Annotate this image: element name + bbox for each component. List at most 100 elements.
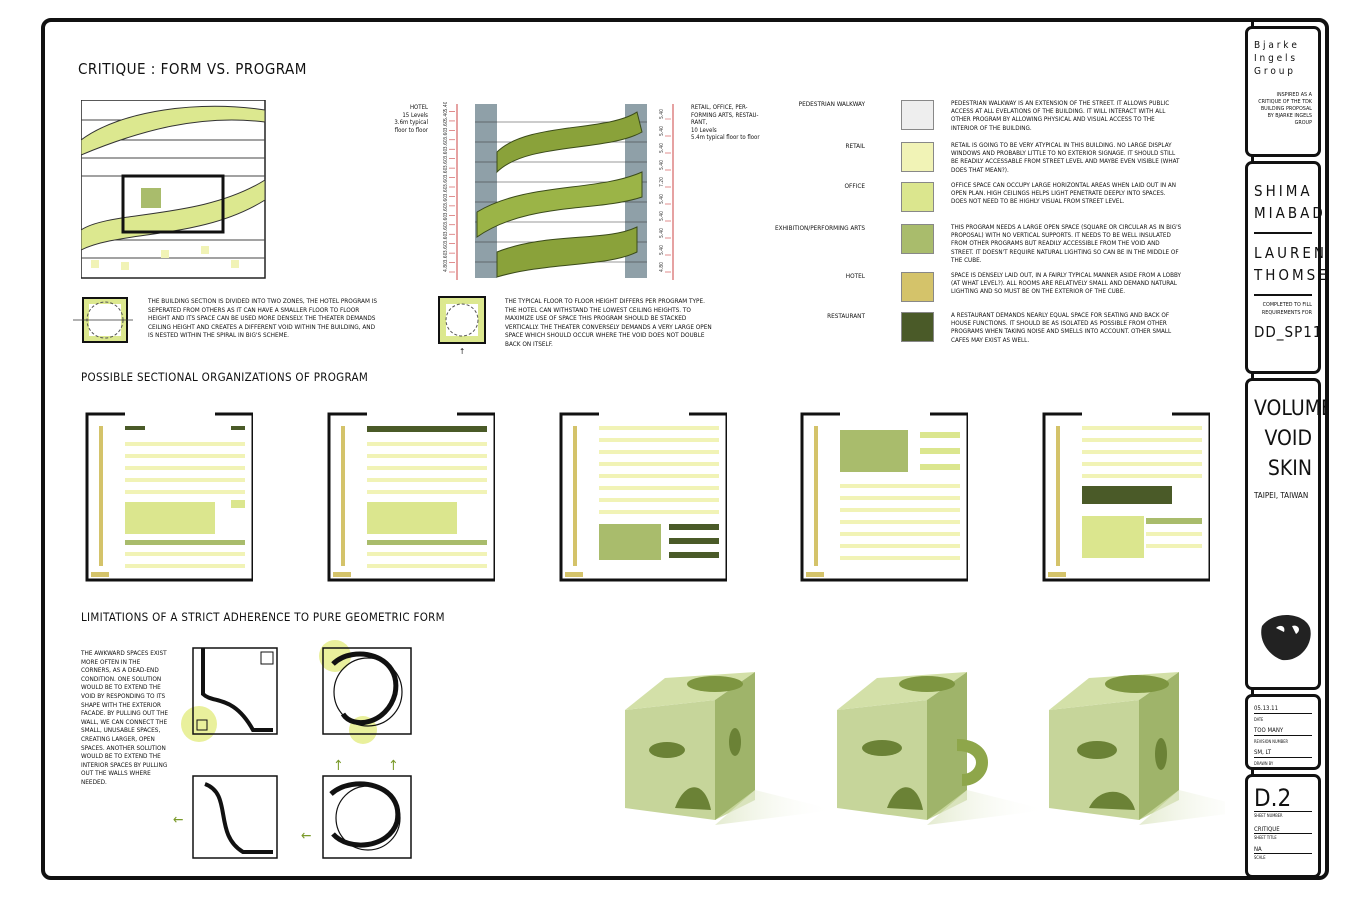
program-block-retail — [840, 520, 960, 524]
floor-dimension: 3.60 — [443, 243, 449, 253]
program-block-hotel — [1048, 572, 1066, 577]
section-description: THE BUILDING SECTION IS DIVIDED INTO TWO… — [148, 297, 378, 340]
sectional-plan-3 — [559, 412, 727, 582]
sectional-plan-5 — [1042, 412, 1210, 582]
legend-label: HOTEL — [845, 272, 865, 280]
program-block-hotel — [333, 572, 351, 577]
plan-frame — [327, 412, 495, 582]
program-block-retail — [599, 510, 719, 514]
titleblock-sheet: D.2 SHEET NUMBER CRITIQUE SHEET TITLE NA… — [1245, 774, 1321, 876]
floor-dimension: 3.60 — [443, 215, 449, 225]
floor-dimension: 3.60 — [443, 252, 449, 262]
program-block-restaurant — [367, 426, 487, 432]
floor-dimension: 3.60 — [443, 224, 449, 234]
svg-text:←: ← — [301, 828, 312, 844]
program-block-retail — [1082, 450, 1202, 454]
legend-label: RETAIL — [845, 142, 865, 150]
program-block-retail — [1082, 462, 1202, 466]
floor-dimension: 4.80 — [659, 262, 665, 272]
sectional-plan-4 — [800, 412, 968, 582]
legend-label: PEDESTRIAN WALKWAY — [798, 100, 865, 108]
plan-frame — [1042, 412, 1210, 582]
plan-frame — [800, 412, 968, 582]
floor-dimension: 3.60 — [443, 120, 449, 130]
program-block-retail — [367, 490, 487, 494]
program-block-retail — [599, 438, 719, 442]
legend-description: OFFICE SPACE CAN OCCUPY LARGE HORIZONTAL… — [951, 182, 1177, 206]
program-block-office — [125, 502, 215, 534]
project-location: TAIPEI, TAIWAN — [1254, 491, 1309, 500]
floor-dimension: 3.60 — [443, 205, 449, 215]
program-block-retail — [1082, 474, 1202, 478]
program-block-retail — [125, 454, 245, 458]
floor-dimension: 5.40 — [659, 109, 665, 119]
legend-swatch — [901, 312, 934, 342]
sheet-number: D.2 — [1254, 785, 1312, 812]
svg-text:↑: ↑ — [333, 758, 344, 774]
diagram-pulled-wall: ← — [173, 775, 278, 859]
program-block-retail — [125, 466, 245, 470]
svg-text:↑: ↑ — [459, 347, 465, 355]
program-block-office — [920, 432, 960, 438]
program-block-retail — [1082, 426, 1202, 430]
geometric-form-diagrams: ← ↑↑ ← — [173, 640, 412, 859]
legend-label: RESTAURANT — [827, 312, 865, 320]
drawing-sheet: CRITIQUE : FORM VS. PROGRAM THE BUILDING… — [41, 18, 1329, 880]
program-block-retail — [840, 496, 960, 500]
program-block-restaurant — [669, 524, 719, 530]
cube-model-3 — [1049, 672, 1225, 825]
legend-description: SPACE IS DENSELY LAID OUT, IN A FAIRLY T… — [951, 272, 1181, 296]
floor-dimension: 5.40 — [659, 143, 665, 153]
floor-dimension: 3.60 — [443, 139, 449, 149]
diagram-pulled-interior: ↑↑ ← — [301, 758, 412, 859]
floor-dimension: 3.60 — [443, 196, 449, 206]
drawn-by-value: SM, LT — [1254, 749, 1312, 758]
program-block-hotel — [341, 426, 345, 566]
completed-note: COMPLETED TO FILL REQUIREMENTS FOR — [1261, 302, 1312, 316]
cube-model-2 — [837, 672, 1047, 825]
legend-description: A RESTAURANT DEMANDS NEARLY EQUAL SPACE … — [951, 312, 1172, 344]
program-block-hotel — [565, 572, 583, 577]
program-block-retail — [125, 552, 245, 556]
floor-dimension: 5.40 — [443, 102, 449, 111]
legend-swatch — [901, 182, 934, 212]
legend-label: OFFICE — [844, 182, 865, 190]
program-block-retail — [840, 544, 960, 548]
program-block-retail — [840, 556, 960, 560]
program-block-office — [367, 502, 457, 534]
floor-dimension: 3.60 — [443, 234, 449, 244]
program-block-restaurant — [125, 426, 145, 430]
legend-swatch — [901, 100, 934, 130]
program-block-retail — [599, 486, 719, 490]
floor-dimension: 3.60 — [443, 130, 449, 140]
titleblock-info: 05.13.11 DATE TOO MANY REVISION NUMBER S… — [1245, 694, 1321, 770]
floor-dimension: 3.60 — [443, 186, 449, 196]
section-key-plan — [73, 297, 133, 343]
retail-label: RETAIL, OFFICE, PER-FORMING ARTS, RESTAU… — [691, 104, 760, 141]
sectional-plan-2 — [327, 412, 495, 582]
cube-model-1 — [625, 672, 835, 825]
legend-swatch — [901, 272, 934, 302]
program-block-retail — [367, 466, 487, 470]
building-section-drawing — [81, 100, 266, 279]
program-block-retail — [367, 564, 487, 568]
project-logo — [1261, 614, 1311, 661]
program-block-retail — [1146, 544, 1202, 548]
program-block-retail — [367, 454, 487, 458]
legend-label: EXHIBITION/PERFORMING ARTS — [775, 224, 865, 232]
legend-description: PEDESTRIAN WALKWAY IS AN EXTENSION OF TH… — [951, 100, 1170, 132]
floor-dimension: 5.40 — [659, 228, 665, 238]
program-block-retail — [125, 442, 245, 446]
program-block-retail — [367, 442, 487, 446]
cube-models — [625, 672, 1225, 825]
svg-text:←: ← — [173, 812, 184, 828]
legend-swatch — [901, 142, 934, 172]
floor-key-plan: ↑ — [438, 296, 486, 355]
diagram-extended-void — [319, 640, 412, 744]
floor-dimension: 5.40 — [659, 211, 665, 221]
revision-value: TOO MANY — [1254, 727, 1312, 736]
program-block-restaurant — [231, 426, 245, 430]
